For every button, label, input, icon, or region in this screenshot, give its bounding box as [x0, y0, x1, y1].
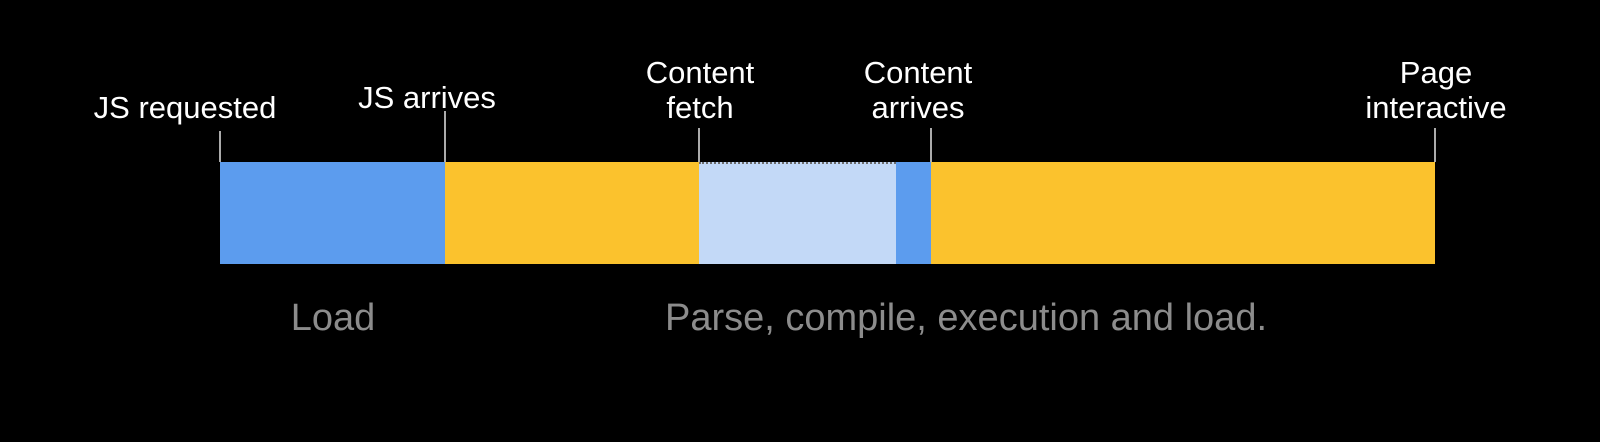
phase-label-load: Load: [290, 297, 376, 339]
segment-content-fetch: [699, 162, 896, 264]
tick-content-arrives: [930, 128, 932, 162]
event-label-content-arrives: Content arrives: [863, 55, 973, 125]
segment-js-download: [220, 162, 445, 264]
segment-parse-compile-1: [445, 162, 699, 264]
tick-js-requested: [219, 131, 221, 162]
tick-content-fetch: [698, 128, 700, 162]
event-label-page-interactive: Page interactive: [1365, 55, 1507, 125]
segment-content-arrives: [896, 162, 931, 264]
tick-page-interactive: [1434, 128, 1436, 162]
timeline-bar: [220, 162, 1435, 264]
event-label-js-arrives: JS arrives: [358, 80, 496, 115]
segment-parse-compile-2: [931, 162, 1435, 264]
tick-js-arrives: [444, 111, 446, 162]
event-label-js-requested: JS requested: [93, 90, 277, 125]
phase-label-parse: Parse, compile, execution and load.: [664, 297, 1268, 339]
event-label-content-fetch: Content fetch: [645, 55, 755, 125]
